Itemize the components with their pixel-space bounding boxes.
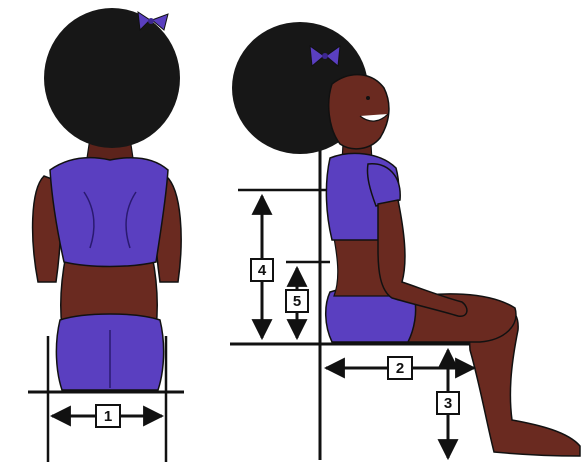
back-view-figure: 1 bbox=[28, 8, 184, 462]
label-box-3: 3 bbox=[437, 392, 459, 414]
face-side bbox=[329, 75, 389, 149]
label-box-5: 5 bbox=[286, 290, 308, 312]
side-view-figure: 4 5 2 3 bbox=[230, 22, 580, 460]
label-box-1: 1 bbox=[96, 405, 120, 427]
crop-top-back bbox=[50, 158, 168, 267]
label-box-2: 2 bbox=[388, 357, 412, 379]
label-box-4: 4 bbox=[251, 259, 273, 281]
hair-back bbox=[44, 8, 180, 148]
label-1: 1 bbox=[104, 408, 112, 425]
label-4: 4 bbox=[258, 262, 267, 279]
label-2: 2 bbox=[396, 360, 404, 377]
label-5: 5 bbox=[293, 293, 301, 310]
label-3: 3 bbox=[444, 395, 452, 412]
